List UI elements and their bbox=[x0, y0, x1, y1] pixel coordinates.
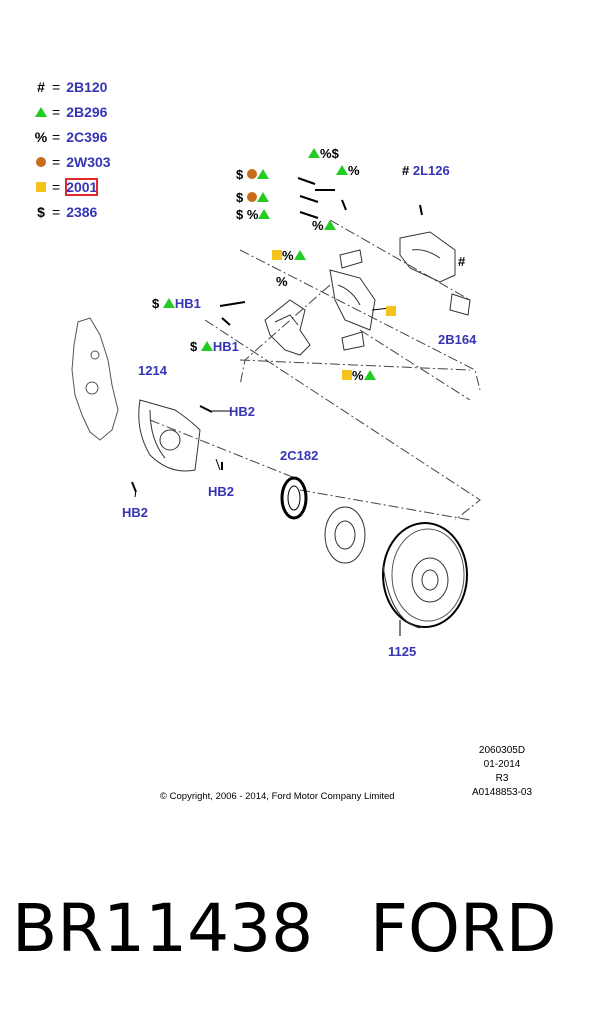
part-label-1125: 1125 bbox=[388, 644, 417, 659]
legend-row-dollar: $=2386 bbox=[34, 199, 111, 224]
green-triangle-icon bbox=[363, 370, 376, 380]
percent-symbol: % bbox=[34, 128, 48, 145]
part-label-hb2-c: HB2 bbox=[122, 505, 149, 520]
orange-dot-icon bbox=[246, 169, 257, 179]
copyright-text: © Copyright, 2006 - 2014, Ford Motor Com… bbox=[160, 791, 395, 802]
green-triangle-icon bbox=[336, 165, 348, 175]
part-label-hb2-b: HB2 bbox=[208, 484, 235, 499]
meta-line: R3 bbox=[495, 773, 509, 784]
yellow-square-icon bbox=[386, 306, 396, 316]
green-triangle-icon bbox=[256, 192, 269, 202]
legend-code: 2386 bbox=[66, 203, 98, 220]
dollar-symbol: $ bbox=[37, 203, 45, 220]
bolt-symbols-row1: $ bbox=[236, 167, 269, 182]
hb1-label-a: $ HB1 bbox=[152, 296, 201, 311]
green-triangle-icon bbox=[34, 106, 48, 117]
yellow-square-icon bbox=[34, 181, 48, 192]
legend-row-percent: %=2C396 bbox=[34, 128, 108, 145]
bolt-symbols-row2: $ bbox=[236, 190, 269, 205]
part-label-1214: 1214 bbox=[138, 363, 167, 378]
orange-dot-icon bbox=[34, 156, 48, 167]
bolt-symbols-row3: $ % bbox=[236, 207, 271, 222]
legend-row-hash: #=2B120 bbox=[34, 74, 111, 99]
part-label-hb2-a: HB2 bbox=[229, 404, 256, 419]
part-number: BR11438 bbox=[12, 890, 314, 967]
caliper-label: # 2L126 bbox=[402, 163, 450, 178]
orange-dot-icon bbox=[246, 192, 257, 202]
legend-code: 2B296 bbox=[66, 103, 108, 120]
pad-square-symbol bbox=[386, 304, 396, 319]
green-triangle-icon bbox=[162, 298, 175, 308]
part-label-2B164: 2B164 bbox=[438, 332, 477, 347]
bolt-symbols-top: %$ bbox=[308, 146, 339, 161]
legend-code: 2W303 bbox=[66, 153, 111, 170]
yellow-square-icon bbox=[342, 370, 352, 380]
legend-row-triangle: =2B296 bbox=[34, 99, 111, 124]
green-triangle-icon bbox=[200, 341, 213, 351]
lower-clip-symbols: % bbox=[342, 368, 376, 383]
hash-symbol: # bbox=[37, 78, 45, 95]
brand-name: FORD bbox=[370, 890, 557, 967]
yellow-square-icon bbox=[272, 250, 282, 260]
legend-code: 2C396 bbox=[66, 128, 108, 145]
part-label-2L126: 2L126 bbox=[412, 163, 450, 178]
bolt-symbols-row4: % bbox=[312, 218, 336, 233]
green-triangle-icon bbox=[258, 209, 271, 219]
pad-clip-symbols: % bbox=[272, 248, 306, 263]
hb1-label-b: $ HB1 bbox=[190, 339, 239, 354]
legend-row-dot: =2W303 bbox=[34, 149, 111, 174]
hash-symbol-caliper: # bbox=[458, 254, 466, 269]
exploded-brake-diagram bbox=[71, 177, 481, 636]
part-label-2C182: 2C182 bbox=[280, 448, 319, 463]
symbol-legend: #=2B120 =2B296 %=2C396 =2W303 =2001 $=23… bbox=[34, 74, 111, 224]
green-triangle-icon bbox=[308, 148, 320, 158]
meta-line: 01-2014 bbox=[483, 759, 521, 770]
meta-line: 2060305D bbox=[478, 745, 526, 756]
diagram-meta: 2060305D 01-2014 R3 A0148853-03 bbox=[470, 744, 534, 800]
legend-code-highlighted: 2001 bbox=[65, 177, 99, 196]
green-triangle-icon bbox=[256, 169, 269, 179]
legend-code: 2B120 bbox=[66, 78, 108, 95]
meta-line: A0148853-03 bbox=[471, 787, 533, 798]
green-triangle-icon bbox=[293, 250, 306, 260]
legend-row-square: =2001 bbox=[34, 174, 111, 199]
bracket-percent-symbol: % bbox=[276, 274, 288, 289]
bolt-symbols-top-right: % bbox=[336, 163, 360, 178]
green-triangle-icon bbox=[323, 220, 336, 230]
